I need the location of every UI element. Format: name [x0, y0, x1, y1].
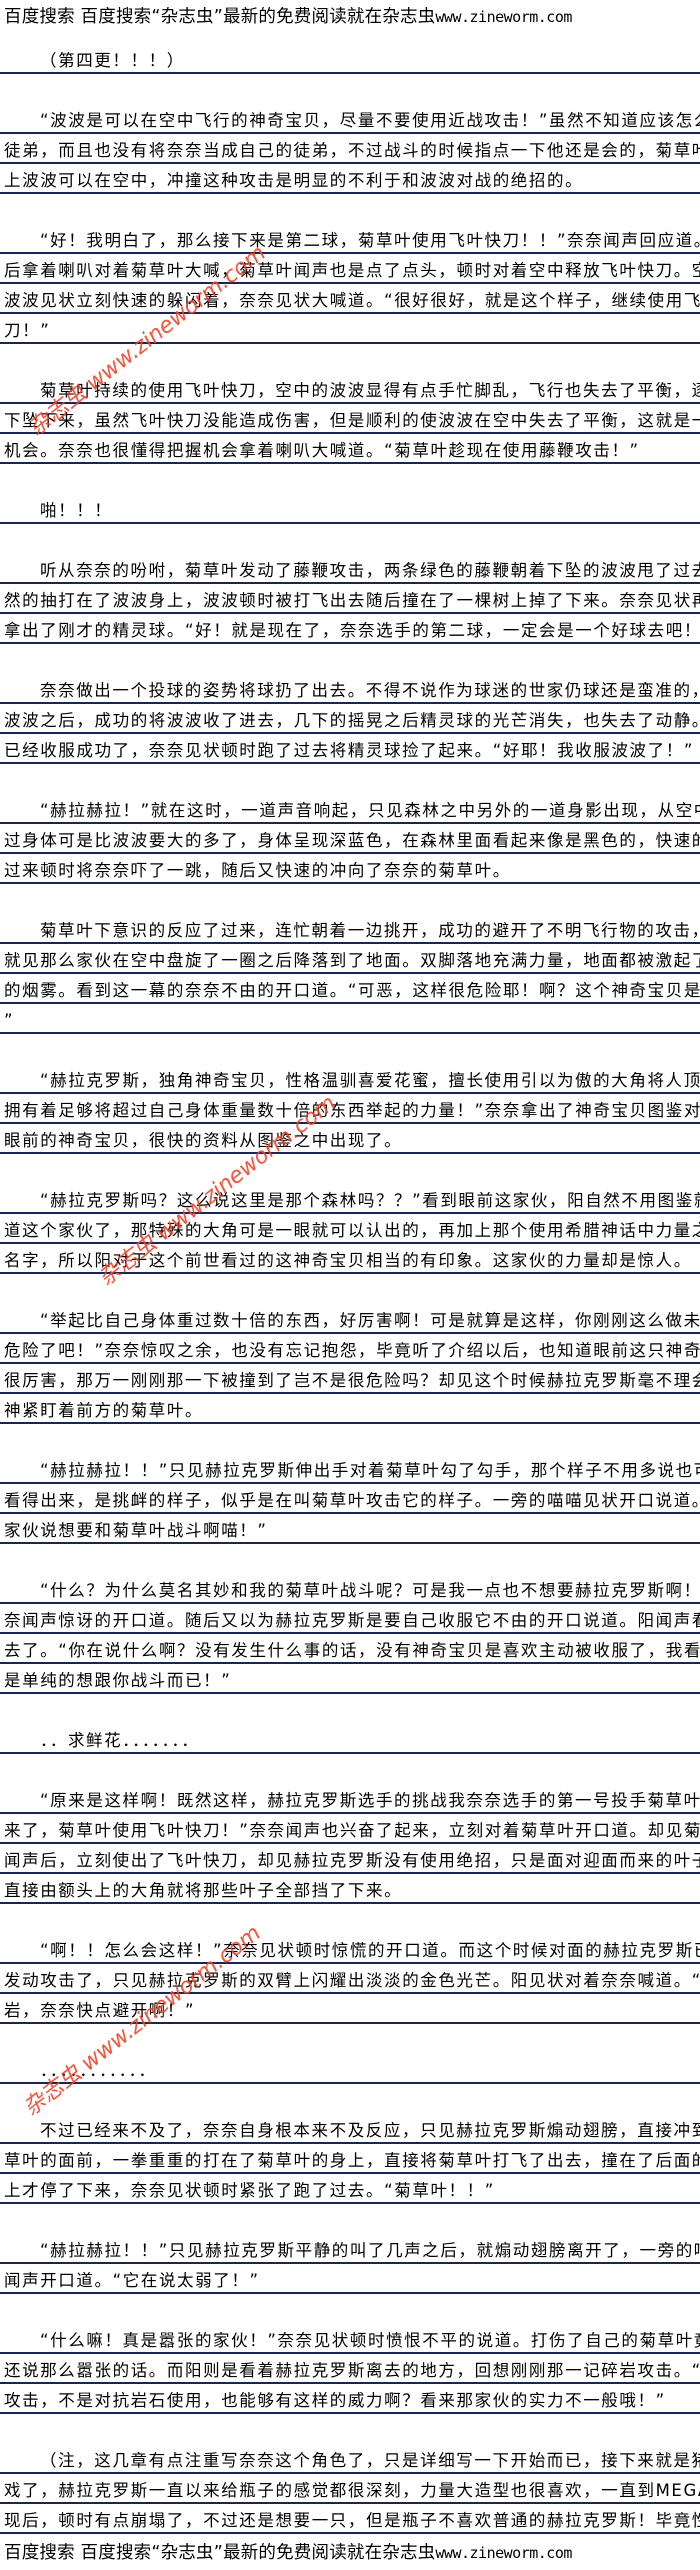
text-line: 波波见状立刻快速的躲闪着，奈奈见状大喊道。“很好很好，就是这个样子，继续使用飞叶…: [0, 284, 700, 314]
text-line: 后拿着喇叭对着菊草叶大喊，菊草叶闻声也是点了点头，顿时对着空中释放飞叶快刀。空中…: [0, 254, 700, 284]
paragraph: “赫拉赫拉！！”只见赫拉克罗斯平静的叫了几声之后，就煽动翅膀离开了，一旁的喵喵闻…: [0, 2234, 700, 2294]
paragraph: ．．求鲜花．．．．．．．: [0, 1724, 700, 1754]
text-line: ．．求鲜花．．．．．．．: [0, 1724, 700, 1754]
paragraph: “赫拉赫拉！”就在这时，一道声音响起，只见森林之中另外的一道身影出现，从空中飞过…: [0, 794, 700, 884]
text-line: （第四更！！！）: [0, 44, 700, 74]
text-line: “啊！！怎么会这样！”奈奈见状顿时惊慌的开口道。而这个时候对面的赫拉克罗斯已经: [0, 1934, 700, 1964]
header-url[interactable]: www.zineworm.com: [435, 8, 572, 26]
paragraph: ．．．．．．．．．．．: [0, 2054, 700, 2084]
paragraph: “原来是这样啊！既然这样，赫拉克罗斯选手的挑战我奈奈选手的第一号投手菊草叶接下来…: [0, 1784, 700, 1904]
text-line: 闻声开口道。“它在说太弱了！”: [0, 2264, 700, 2294]
text-line: 去了。“你在说什么啊？没有发生什么事的话，没有神奇宝贝是喜欢主动被收服了，我看它…: [0, 1634, 700, 1664]
text-line: “赫拉克罗斯吗？这么说这里是那个森林吗？？”看到眼前这家伙，阳自然不用图鉴就知: [0, 1184, 700, 1214]
text-line: “波波是可以在空中飞行的神奇宝贝，尽量不要使用近战攻击！”虽然不知道应该怎么教: [0, 104, 700, 134]
text-line: 名字，所以阳对于这个前世看过的这神奇宝贝相当的有印象。这家伙的力量却是惊人。: [0, 1244, 700, 1274]
text-line: 还说那么嚣张的话。而阳则是看着赫拉克罗斯离去的地方，回想刚刚那一记碎岩攻击。“碎…: [0, 2354, 700, 2384]
text-line: “赫拉赫拉！！”只见赫拉克罗斯平静的叫了几声之后，就煽动翅膀离开了，一旁的喵喵: [0, 2234, 700, 2264]
text-line: 已经收服成功了，奈奈见状顿时跑了过去将精灵球捡了起来。“好耶！我收服波波了！”: [0, 734, 700, 764]
chapter-content: （第四更！！！） “波波是可以在空中飞行的神奇宝贝，尽量不要使用近战攻击！”虽然不…: [0, 44, 700, 2564]
header-text: 百度搜索 百度搜索“杂志虫”最新的免费阅读就在杂志虫: [4, 7, 436, 27]
text-line: 菊草叶持续的使用飞叶快刀，空中的波波显得有点手忙脚乱，飞行也失去了平衡，逐渐的: [0, 374, 700, 404]
text-line: 然的抽打在了波波身上，波波顿时被打飞出去随后撞在了一棵树上掉了下来。奈奈见状再度…: [0, 584, 700, 614]
text-line: “好！我明白了，那么接下来是第二球，菊草叶使用飞叶快刀！！”奈奈闻声回应道。随: [0, 224, 700, 254]
text-line: 机会。奈奈也很懂得把握机会拿着喇叭大喊道。“菊草叶趁现在使用藤鞭攻击！”: [0, 434, 700, 464]
text-line: 啪！！！: [0, 494, 700, 524]
text-line: 神紧盯着前方的菊草叶。: [0, 1394, 700, 1424]
text-line: “什么嘛！真是嚣张的家伙！”奈奈见状顿时愤恨不平的说道。打伤了自己的菊草叶竟然: [0, 2324, 700, 2354]
text-line: “赫拉赫拉！”就在这时，一道声音响起，只见森林之中另外的一道身影出现，从空中飞: [0, 794, 700, 824]
text-line: 奈闻声惊讶的开口道。随后又以为赫拉克罗斯是要自己收服它不由的开口说道。阳闻声看不…: [0, 1604, 700, 1634]
text-line: 刀！”: [0, 314, 700, 344]
text-line: 道这个家伙了，那特殊的大角可是一眼就可以认出的，再加上那个使用希腊神话中力量之神…: [0, 1214, 700, 1244]
text-line: 过身体可是比波波要大的多了，身体呈现深蓝色，在森林里面看起来像是黑色的，快速的飞…: [0, 824, 700, 854]
text-line: 很厉害，那万一刚刚那一下被撞到了岂不是很危险吗？却见这个时候赫拉克罗斯毫不理会，…: [0, 1364, 700, 1394]
text-line: 直接由额头上的大角就将那些叶子全部挡了下来。: [0, 1874, 700, 1904]
text-line: 就见那么家伙在空中盘旋了一圈之后降落到了地面。双脚落地充满力量，地面都被激起了微…: [0, 944, 700, 974]
paragraph: “赫拉赫拉！！”只见赫拉克罗斯伸出手对着菊草叶勾了勾手，那个样子不用多说也可以看…: [0, 1454, 700, 1544]
text-line: 现后，顿时有点崩塌了，不过还是想要一只，但是瓶子不喜欢普通的赫拉克罗斯！毕竟性格…: [0, 2504, 700, 2534]
paragraph: （注，这几章有点注重写奈奈这个角色了，只是详细写一下开始而已，接下来就是猪脚正戏…: [0, 2444, 700, 2534]
text-line: 草叶的面前，一拳重重的打在了菊草叶的身上，直接将菊草叶打飞了出去，撞在了后面的大…: [0, 2144, 700, 2174]
paragraph: 听从奈奈的吩咐，菊草叶发动了藤鞭攻击，两条绿色的藤鞭朝着下坠的波波甩了过去，猛然…: [0, 554, 700, 644]
paragraph: 奈奈做出一个投球的姿势将球扔了出去。不得不说作为球迷的世家仍球还是蛮准的，命中波…: [0, 674, 700, 764]
text-line: “举起比自己身体重过数十倍的东西，好厉害啊！可是就算是这样，你刚刚这么做未免太: [0, 1304, 700, 1334]
text-line: 上才停了下来，奈奈见状顿时紧张了跑了过去。“菊草叶！！”: [0, 2174, 700, 2204]
text-line: 攻击，不是对抗岩石使用，也能够有这样的威力啊？看来那家伙的实力不一般哦！”: [0, 2384, 700, 2414]
paragraph: “赫拉克罗斯吗？这么说这里是那个森林吗？？”看到眼前这家伙，阳自然不用图鉴就知道…: [0, 1184, 700, 1274]
paragraph: “啊！！怎么会这样！”奈奈见状顿时惊慌的开口道。而这个时候对面的赫拉克罗斯已经发…: [0, 1934, 700, 2024]
footer-banner: 百度搜索 百度搜索“杂志虫”最新的免费阅读就在杂志虫www.zineworm.c…: [4, 2538, 572, 2568]
text-line: 徒弟，而且也没有将奈奈当成自己的徒弟，不过战斗的时候指点一下他还是会的，菊草叶在…: [0, 134, 700, 164]
paragraph: 不过已经来不及了，奈奈自身根本来不及反应，只见赫拉克罗斯煽动翅膀，直接冲到了菊草…: [0, 2114, 700, 2204]
header-banner: 百度搜索 百度搜索“杂志虫”最新的免费阅读就在杂志虫www.zineworm.c…: [4, 2, 572, 32]
text-line: 听从奈奈的吩咐，菊草叶发动了藤鞭攻击，两条绿色的藤鞭朝着下坠的波波甩了过去，猛: [0, 554, 700, 584]
text-line: 拥有着足够将超过自己身体重量数十倍的东西举起的力量！”奈奈拿出了神奇宝贝图鉴对准…: [0, 1094, 700, 1124]
text-line: “什么？为什么莫名其妙和我的菊草叶战斗呢？可是我一点也不想要赫拉克罗斯啊！”奈: [0, 1574, 700, 1604]
text-line: ．．．．．．．．．．．: [0, 2054, 700, 2084]
footer-url[interactable]: www.zineworm.com: [435, 2544, 572, 2562]
paragraph: 啪！！！: [0, 494, 700, 524]
text-line: “原来是这样啊！既然这样，赫拉克罗斯选手的挑战我奈奈选手的第一号投手菊草叶接下: [0, 1784, 700, 1814]
text-line: （注，这几章有点注重写奈奈这个角色了，只是详细写一下开始而已，接下来就是猪脚正: [0, 2444, 700, 2474]
text-line: 危险了吧！”奈奈惊叹之余，也没有忘记抱怨，毕竟听了介绍以后，也知道眼前这只神奇宝…: [0, 1334, 700, 1364]
text-line: 的烟雾。看到这一幕的奈奈不由的开口道。“可恶，这样很危险耶！啊？这个神奇宝贝是？…: [0, 974, 700, 1004]
text-line: “赫拉克罗斯，独角神奇宝贝，性格温驯喜爱花蜜，擅长使用引以为傲的大角将人顶飞，: [0, 1064, 700, 1094]
text-line: 菊草叶下意识的反应了过来，连忙朝着一边挑开，成功的避开了不明飞行物的攻击，随后: [0, 914, 700, 944]
text-line: 不过已经来不及了，奈奈自身根本来不及反应，只见赫拉克罗斯煽动翅膀，直接冲到了菊: [0, 2114, 700, 2144]
text-line: 下坠下来，虽然飞叶快刀没能造成伤害，但是顺利的使波波在空中失去了平衡，这就是一个…: [0, 404, 700, 434]
text-line: 眼前的神奇宝贝，很快的资料从图鉴之中出现了。: [0, 1124, 700, 1154]
text-line: 发动攻击了，只见赫拉克罗斯的双臂上闪耀出淡淡的金色光芒。阳见状对着奈奈喊道。“是…: [0, 1964, 700, 1994]
paragraph: “举起比自己身体重过数十倍的东西，好厉害啊！可是就算是这样，你刚刚这么做未免太危…: [0, 1304, 700, 1424]
text-line: 是单纯的想跟你战斗而已！”: [0, 1664, 700, 1694]
paragraph: “好！我明白了，那么接下来是第二球，菊草叶使用飞叶快刀！！”奈奈闻声回应道。随后…: [0, 224, 700, 344]
text-line: 闻声后，立刻使出了飞叶快刀，却见赫拉克罗斯没有使用绝招，只是面对迎面而来的叶子利…: [0, 1844, 700, 1874]
text-line: 戏了，赫拉克罗斯一直以来给瓶子的感觉都很深刻，力量大造型也很喜欢，一直到MEGA…: [0, 2474, 700, 2504]
text-line: “赫拉赫拉！！”只见赫拉克罗斯伸出手对着菊草叶勾了勾手，那个样子不用多说也可以: [0, 1454, 700, 1484]
text-line: ”: [0, 1004, 700, 1034]
paragraph: “什么嘛！真是嚣张的家伙！”奈奈见状顿时愤恨不平的说道。打伤了自己的菊草叶竟然还…: [0, 2324, 700, 2414]
footer-text: 百度搜索 百度搜索“杂志虫”最新的免费阅读就在杂志虫: [4, 2543, 436, 2563]
text-line: 波波之后，成功的将波波收了进去，几下的摇晃之后精灵球的光芒消失，也失去了动静。说…: [0, 704, 700, 734]
paragraph: “波波是可以在空中飞行的神奇宝贝，尽量不要使用近战攻击！”虽然不知道应该怎么教徒…: [0, 104, 700, 194]
paragraph: 菊草叶下意识的反应了过来，连忙朝着一边挑开，成功的避开了不明飞行物的攻击，随后就…: [0, 914, 700, 1034]
text-line: 上波波可以在空中，冲撞这种攻击是明显的不利于和波波对战的绝招的。: [0, 164, 700, 194]
text-line: 岩，奈奈快点避开啊！”: [0, 1994, 700, 2024]
text-line: 看得出来，是挑衅的样子，似乎是在叫菊草叶攻击它的样子。一旁的喵喵见状开口说道。“…: [0, 1484, 700, 1514]
text-line: 拿出了刚才的精灵球。“好！就是现在了，奈奈选手的第二球，一定会是一个好球去吧！”: [0, 614, 700, 644]
text-line: 家伙说想要和菊草叶战斗啊喵！”: [0, 1514, 700, 1544]
text-line: 来了，菊草叶使用飞叶快刀！”奈奈闻声也兴奋了起来，立刻对着菊草叶开口道。却见菊草…: [0, 1814, 700, 1844]
text-line: 奈奈做出一个投球的姿势将球扔了出去。不得不说作为球迷的世家仍球还是蛮准的，命中: [0, 674, 700, 704]
paragraph: “赫拉克罗斯，独角神奇宝贝，性格温驯喜爱花蜜，擅长使用引以为傲的大角将人顶飞，拥…: [0, 1064, 700, 1154]
paragraph: 菊草叶持续的使用飞叶快刀，空中的波波显得有点手忙脚乱，飞行也失去了平衡，逐渐的下…: [0, 374, 700, 464]
paragraph: （第四更！！！）: [0, 44, 700, 74]
paragraph: “什么？为什么莫名其妙和我的菊草叶战斗呢？可是我一点也不想要赫拉克罗斯啊！”奈奈…: [0, 1574, 700, 1694]
text-line: 过来顿时将奈奈吓了一跳，随后又快速的冲向了奈奈的菊草叶。: [0, 854, 700, 884]
